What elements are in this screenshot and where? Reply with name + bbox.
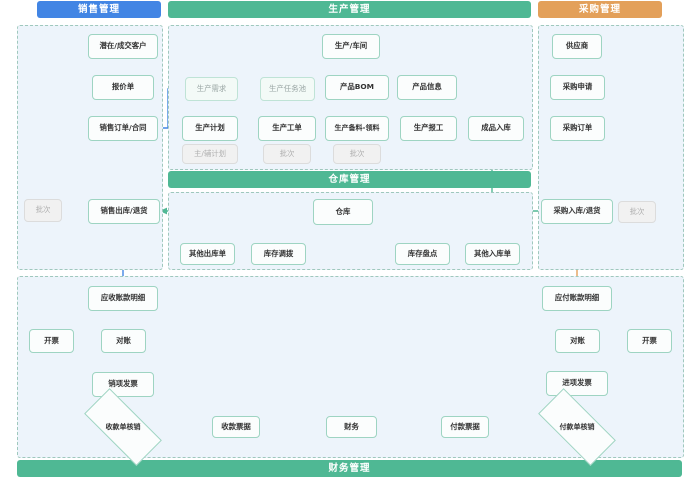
node-production-demand[interactable]: 生产需求 — [185, 77, 238, 101]
badge-work-order-batch: 批次 — [263, 144, 311, 164]
badge-sales-batch: 批次 — [24, 199, 62, 222]
node-finished-inbound[interactable]: 成品入库 — [468, 116, 524, 141]
node-invoice-ap[interactable]: 开票 — [627, 329, 672, 353]
node-other-outbound[interactable]: 其他出库单 — [180, 243, 235, 265]
node-reconcile-ar[interactable]: 对账 — [101, 329, 146, 353]
node-quotation[interactable]: 报价单 — [92, 75, 154, 100]
node-product-bom[interactable]: 产品BOM — [325, 75, 389, 100]
payment-writeoff-label: 付款单核销 — [559, 423, 595, 431]
receipt-writeoff-label: 收款单核销 — [105, 423, 141, 431]
node-workshop[interactable]: 生产/车间 — [322, 34, 380, 59]
node-invoice-ar[interactable]: 开票 — [29, 329, 74, 353]
zone-sales — [17, 25, 163, 270]
node-payable-detail[interactable]: 应付账款明细 — [542, 286, 612, 311]
node-purchase-requisition[interactable]: 采购申请 — [550, 75, 605, 100]
node-other-inbound[interactable]: 其他入库单 — [465, 243, 520, 265]
node-work-order[interactable]: 生产工单 — [258, 116, 316, 141]
header-finance: 财务管理 — [17, 460, 682, 477]
node-stock-transfer[interactable]: 库存调拨 — [251, 243, 306, 265]
node-purchase-inbound[interactable]: 采购入库/退货 — [541, 199, 613, 224]
node-material-picking[interactable]: 生产备料-领料 — [325, 116, 389, 141]
header-sales: 销售管理 — [37, 1, 161, 18]
header-purchase: 采购管理 — [538, 1, 662, 18]
node-payment-voucher[interactable]: 付款票据 — [441, 416, 489, 438]
header-production: 生产管理 — [168, 1, 531, 18]
node-warehouse-store[interactable]: 仓库 — [313, 199, 373, 225]
node-sales-outbound[interactable]: 销售出库/退货 — [88, 199, 160, 224]
node-sales-order[interactable]: 销售订单/合同 — [88, 116, 158, 141]
zone-purchase — [538, 25, 684, 270]
node-output-invoice[interactable]: 销项发票 — [92, 372, 154, 397]
node-payment-writeoff[interactable]: 付款单核销 — [538, 388, 616, 466]
header-warehouse: 仓库管理 — [168, 171, 531, 188]
node-receipt-writeoff[interactable]: 收款单核销 — [84, 388, 162, 466]
node-receivable-detail[interactable]: 应收账款明细 — [88, 286, 158, 311]
node-stock-take[interactable]: 库存盘点 — [395, 243, 450, 265]
node-purchase-order[interactable]: 采购订单 — [550, 116, 605, 141]
node-reconcile-ap[interactable]: 对账 — [555, 329, 600, 353]
node-production-plan[interactable]: 生产计划 — [182, 116, 238, 141]
node-input-invoice[interactable]: 进项发票 — [546, 371, 608, 396]
node-production-report[interactable]: 生产报工 — [400, 116, 457, 141]
node-product-info[interactable]: 产品信息 — [397, 75, 457, 100]
node-supplier[interactable]: 供应商 — [552, 34, 602, 59]
node-potential-customer[interactable]: 潜在/成交客户 — [88, 34, 158, 59]
node-finance-center[interactable]: 财务 — [326, 416, 377, 438]
badge-purchase-batch: 批次 — [618, 201, 656, 223]
node-task-pool[interactable]: 生产任务池 — [260, 77, 315, 101]
node-receipt-voucher[interactable]: 收款票据 — [212, 416, 260, 438]
badge-material-batch: 批次 — [333, 144, 381, 164]
badge-plan-type: 主/辅计划 — [182, 144, 238, 164]
